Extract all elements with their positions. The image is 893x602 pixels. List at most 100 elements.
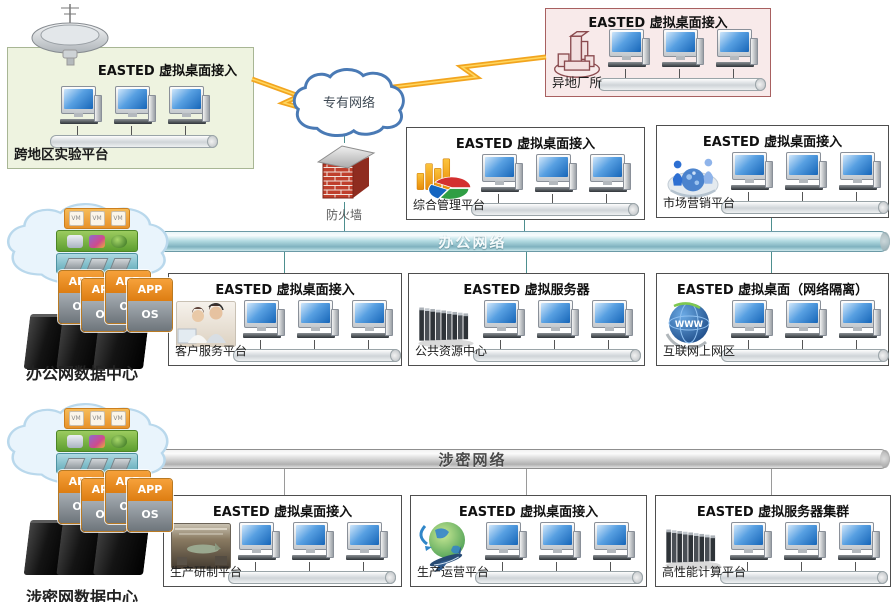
vm-box-icon: VM	[110, 211, 126, 226]
network-bus-pipe	[233, 349, 401, 362]
workstation-icon	[591, 300, 633, 352]
server-cluster-icon	[660, 524, 726, 570]
workshop-photo-icon	[171, 523, 231, 569]
office-datacenter: VM VM VM APPOSAPPOSAPPOSAPPOS 办公网数据中心	[0, 196, 200, 408]
globe-plane-icon	[415, 520, 477, 573]
workstation-icon	[292, 522, 334, 574]
workstation-cluster	[721, 300, 889, 362]
private-network-cloud: 专有网络	[290, 66, 408, 138]
app-label: APP	[128, 279, 172, 301]
platform-box-marketing: EASTED 虚拟桌面接入 市场营销平台	[656, 125, 889, 218]
connector-firewall-office	[344, 202, 345, 231]
www-globe-icon: WWW	[664, 300, 718, 350]
platform-box-remote-site: EASTED 虚拟桌面接入 异地厂所	[545, 8, 771, 97]
connector-secret-hpc	[771, 467, 772, 495]
workstation-icon	[662, 29, 704, 81]
box-title: EASTED 虚拟桌面接入	[212, 505, 353, 520]
software-stack-icon	[67, 234, 83, 248]
chip-icon	[63, 257, 85, 270]
platform-box-hpc: EASTED 虚拟服务器集群 高性能计算平台	[655, 495, 891, 587]
workstation-icon	[731, 300, 773, 352]
vm-box-icon: VM	[89, 411, 105, 426]
box-label: 市场营销平台	[663, 196, 736, 210]
platform-box-mgmt: EASTED 虚拟桌面接入 综合管理平台	[406, 127, 645, 220]
workstation-cluster	[473, 300, 641, 362]
workstation-icon	[297, 300, 339, 352]
chip-icon	[109, 257, 131, 270]
chart-pie-icon	[412, 154, 474, 204]
box-label: 综合管理平台	[413, 198, 486, 212]
box-title: EASTED 虚拟桌面接入	[702, 135, 843, 150]
workstation-cluster	[720, 522, 888, 584]
network-bus-pipe	[598, 78, 766, 91]
os-label: OS	[128, 501, 172, 531]
vm-box-icon: VM	[68, 211, 84, 226]
workstation-icon	[351, 300, 393, 352]
secret-network-label: 涉密网络	[438, 450, 507, 469]
workstation-icon	[784, 522, 826, 574]
vm-strip-icon: VM VM VM	[64, 408, 130, 429]
vm-box-icon: VM	[68, 411, 84, 426]
vm-box-icon: VM	[110, 411, 126, 426]
platform-box-prod-rd: EASTED 虚拟桌面接入 生产研制平台	[163, 495, 402, 587]
office-network-bar: 办公网络	[55, 231, 890, 252]
app-os-cards: APPOSAPPOSAPPOSAPPOS	[58, 470, 174, 532]
workstation-icon	[535, 154, 577, 206]
software-strip-icon	[56, 230, 138, 252]
workstation-icon	[483, 300, 525, 352]
firewall-label: 防火墙	[326, 208, 363, 222]
software-chart-icon	[89, 434, 105, 448]
workstation-icon	[839, 300, 881, 352]
connector-cloud-firewall	[344, 134, 345, 143]
vm-box-icon: VM	[89, 211, 105, 226]
connector-office-resource	[526, 250, 527, 273]
workstation-icon	[839, 152, 881, 204]
workstation-icon	[346, 522, 388, 574]
box-label: 生产研制平台	[170, 565, 243, 579]
platform-box-remote-lab: EASTED 虚拟桌面接入 跨地区实验平台	[7, 47, 254, 169]
workstation-cluster	[471, 154, 639, 216]
workstation-icon	[243, 300, 285, 352]
workstation-icon	[238, 522, 280, 574]
box-title: EASTED 虚拟桌面接入	[215, 283, 355, 298]
workstation-icon	[168, 86, 210, 138]
workstation-icon	[608, 29, 650, 81]
secret-datacenter: VM VM VM APPOSAPPOSAPPOSAPPOS 涉密网数据中心	[0, 396, 200, 602]
platform-box-internet: EASTED 虚拟桌面（网络隔离） WWW 互联网上网区	[656, 273, 889, 366]
workstation-cluster	[233, 300, 401, 362]
box-label: 生产运营平台	[417, 565, 490, 579]
workstation-cluster	[475, 522, 643, 584]
workstation-icon	[485, 522, 527, 574]
chip-icon	[86, 457, 108, 470]
box-title: EASTED 虚拟桌面接入	[97, 64, 238, 79]
platform-box-customer: EASTED 虚拟桌面接入 客户服务平台	[168, 273, 402, 366]
platform-box-resource: EASTED 虚拟服务器 公共资源中心	[408, 273, 645, 366]
connector-office-customer	[284, 250, 285, 273]
box-title: EASTED 虚拟服务器	[463, 283, 590, 298]
network-bus-pipe	[50, 135, 218, 148]
factory-icon	[550, 29, 604, 79]
server-rack-icon	[413, 302, 479, 348]
chip-icon	[86, 257, 108, 270]
network-bus-pipe	[471, 203, 639, 216]
secret-network-bar: 涉密网络	[55, 449, 890, 469]
workstation-icon	[481, 154, 523, 206]
network-bus-pipe	[475, 571, 643, 584]
customer-service-photo-icon	[176, 301, 236, 347]
software-globe-icon	[111, 234, 127, 248]
connector-secret-prodops	[526, 467, 527, 495]
marketing-globe-icon	[664, 152, 722, 202]
workstation-cluster	[598, 29, 766, 91]
platform-box-prod-ops: EASTED 虚拟桌面接入 生产运营平台	[410, 495, 647, 587]
workstation-icon	[785, 300, 827, 352]
workstation-icon	[716, 29, 758, 81]
office-network-label: 办公网络	[438, 233, 507, 251]
software-strip-icon	[56, 430, 138, 452]
workstation-icon	[731, 152, 773, 204]
network-bus-pipe	[228, 571, 396, 584]
workstation-icon	[730, 522, 772, 574]
app-label: APP	[128, 479, 172, 501]
os-label: OS	[128, 301, 172, 331]
workstation-cluster	[50, 86, 218, 148]
